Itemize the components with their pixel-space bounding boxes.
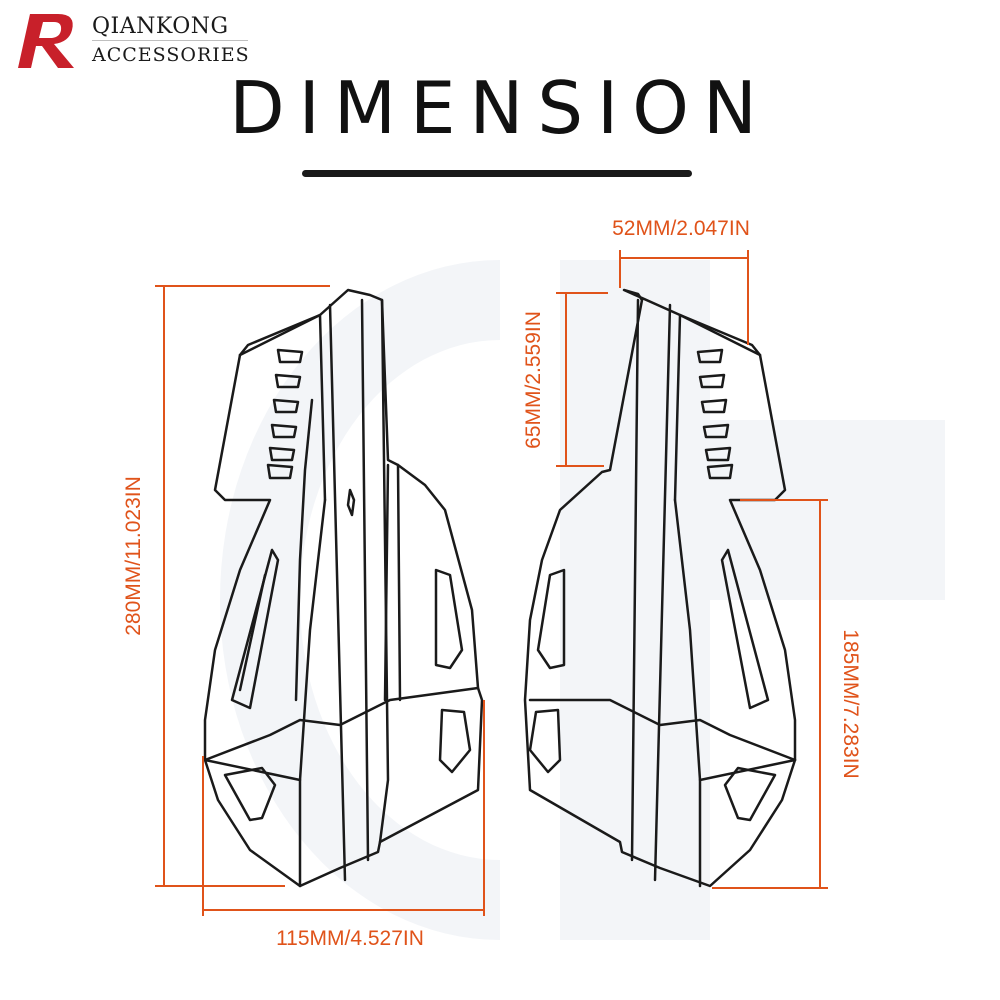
bottom-width-line <box>202 700 485 916</box>
top-width-label: 52MM/2.047IN <box>612 217 750 240</box>
page-title: DIMENSION <box>229 66 771 150</box>
dimension-lines <box>155 250 828 916</box>
left-handguard <box>203 288 484 888</box>
brand-name: QIANKONG <box>92 14 229 39</box>
title-underline <box>302 170 692 177</box>
total-height-line <box>155 285 330 887</box>
upper-height-line <box>556 292 608 467</box>
lower-height-line <box>712 499 828 889</box>
brand-logo: QIANKONG ACCESSORIES <box>14 10 254 70</box>
lower-height-label: 185MM/7.283IN <box>839 629 862 778</box>
brand-divider <box>92 40 248 41</box>
watermark <box>220 260 945 940</box>
logo-r-mark <box>18 14 74 68</box>
upper-height-label: 65MM/2.559IN <box>522 311 545 449</box>
bottom-width-label: 115MM/4.527IN <box>276 927 424 950</box>
total-height-label: 280MM/11.023IN <box>122 476 145 636</box>
brand-tagline: ACCESSORIES <box>92 44 250 66</box>
top-width-line <box>619 250 749 345</box>
right-handguard <box>523 288 797 888</box>
